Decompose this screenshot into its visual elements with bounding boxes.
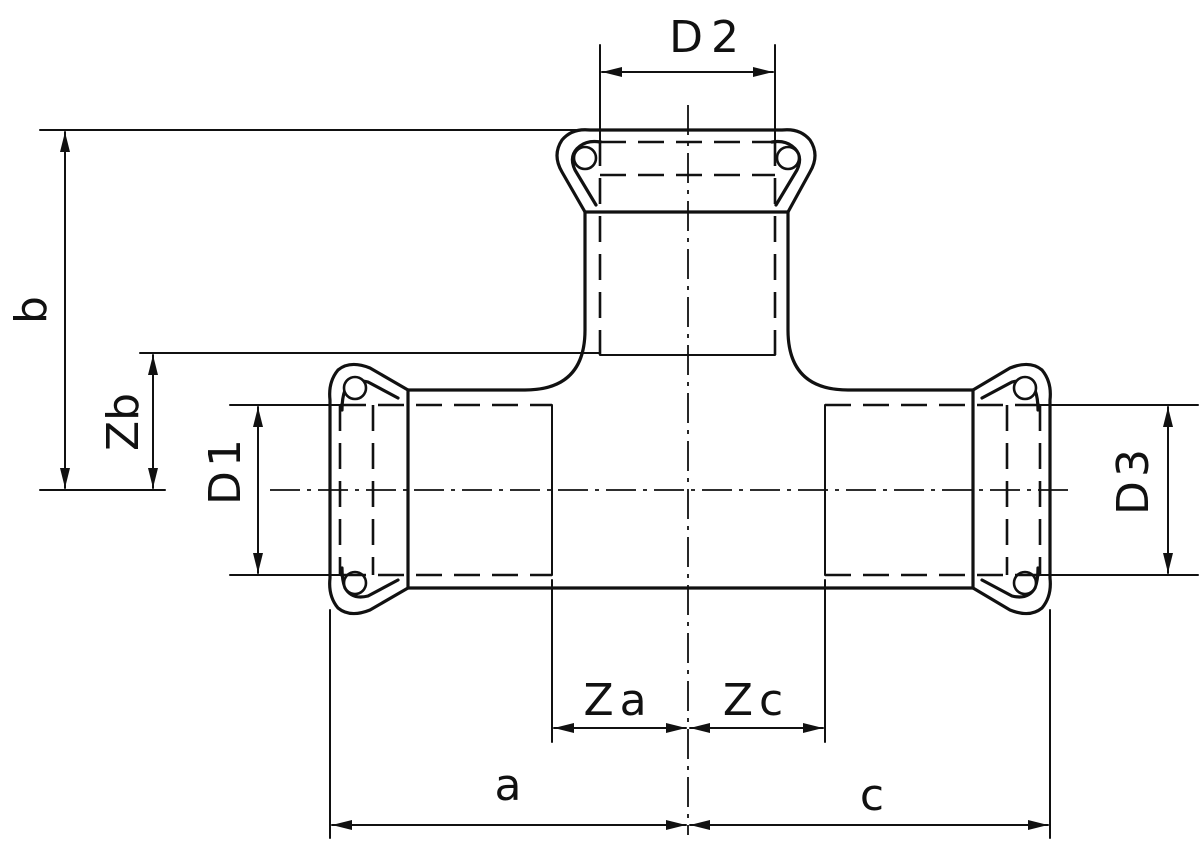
label-zb: Zb	[98, 393, 149, 451]
label-a: a	[495, 760, 522, 811]
label-za: Za	[583, 675, 652, 726]
hidden-lines	[338, 140, 1042, 577]
label-c: c	[860, 770, 884, 821]
label-d1: D1	[200, 435, 251, 505]
label-zc: Zc	[723, 675, 789, 726]
fitting-outline	[328, 128, 1052, 616]
dimension-labels: D2 a c Za Zc b Zb D1 D3	[6, 12, 1159, 821]
label-d3: D3	[1108, 445, 1159, 515]
o-rings	[342, 145, 1038, 596]
label-d2: D2	[669, 12, 747, 63]
label-b: b	[6, 296, 57, 324]
extension-lines	[39, 44, 1199, 839]
center-lines	[270, 105, 1075, 835]
dimension-lines	[60, 67, 1173, 830]
